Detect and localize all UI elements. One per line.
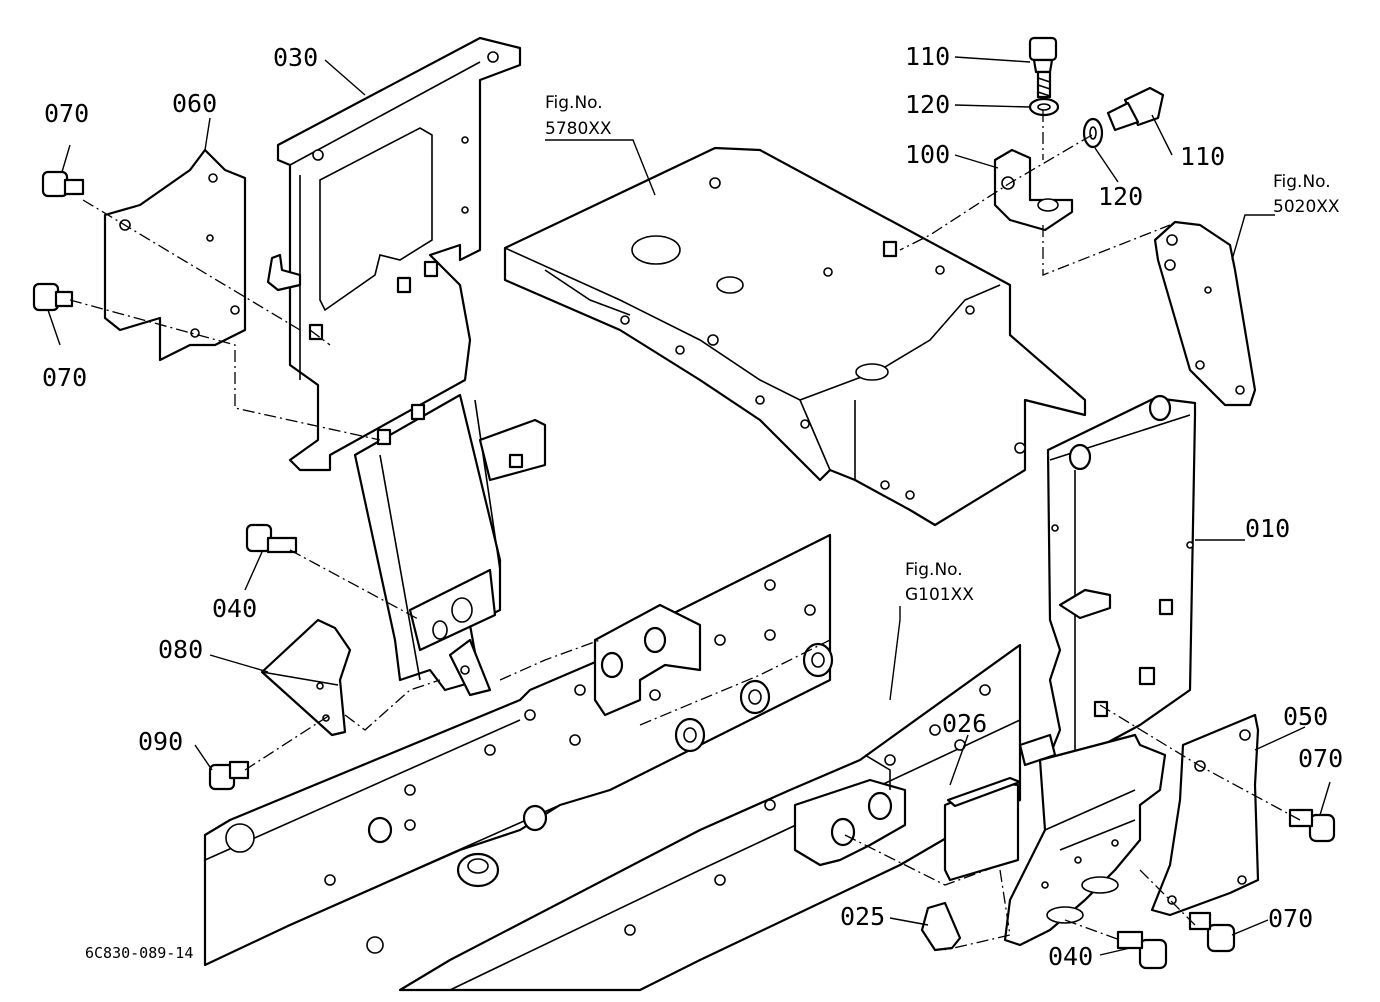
- callout-100: 100: [905, 140, 950, 169]
- figure-references: Fig.No. 5780XX Fig.No. 5020XX Fig.No. G1…: [545, 93, 1340, 605]
- fig-ref-g101-number: G101XX: [905, 585, 974, 605]
- callout-030: 030: [273, 43, 318, 72]
- callout-070-d: 070: [1268, 904, 1313, 933]
- callout-025: 025: [840, 902, 885, 931]
- right-rail-bracket: [793, 754, 907, 867]
- rail-bracket: [593, 603, 702, 717]
- fig-ref-5780-label: Fig.No.: [545, 93, 603, 113]
- frame-nuts: [367, 642, 834, 888]
- callout-120-top: 120: [905, 90, 950, 119]
- callouts: 110 120 110 100 120 030 070 060 070 040 …: [42, 42, 1343, 971]
- callout-070-b: 070: [42, 363, 87, 392]
- callout-050: 050: [1283, 702, 1328, 731]
- fig-ref-5780-number: 5780XX: [545, 119, 612, 139]
- fig-ref-5020-number: 5020XX: [1273, 197, 1340, 217]
- bracket-plate-060: [103, 148, 247, 362]
- callout-120-side: 120: [1098, 182, 1143, 211]
- bolt-070-b: [32, 282, 74, 312]
- bolt-040-a: [245, 523, 298, 554]
- bolt-110-top: [1028, 36, 1058, 99]
- bolt-090: [208, 760, 250, 791]
- bracket-100: [993, 148, 1074, 232]
- bolt-070-d: [1188, 911, 1236, 953]
- alignment-lines: [69, 110, 1301, 951]
- washer-120-top: [1028, 97, 1060, 117]
- callout-040-a: 040: [212, 594, 257, 623]
- callout-090: 090: [138, 727, 183, 756]
- callout-110-side: 110: [1180, 142, 1225, 171]
- callout-010: 010: [1245, 514, 1290, 543]
- fig-ref-g101-label: Fig.No.: [905, 560, 963, 580]
- callout-040-b: 040: [1048, 942, 1093, 971]
- bolt-040-b: [1116, 930, 1168, 970]
- bolt-070-a: [41, 170, 85, 198]
- callout-110-top: 110: [905, 42, 950, 71]
- callout-080: 080: [158, 635, 203, 664]
- step-plate-5780: [503, 146, 1087, 527]
- bracket-5020: [1153, 220, 1257, 407]
- washer-120-side: [1082, 117, 1104, 149]
- bolt-070-c: [1288, 808, 1336, 843]
- plate-050: [1150, 713, 1260, 917]
- pad-026: [943, 776, 1022, 882]
- plate-010: [1018, 394, 1197, 767]
- cover-080: [260, 618, 352, 737]
- document-id: 6C830-089-14: [85, 944, 193, 962]
- callout-026: 026: [942, 709, 987, 738]
- callout-060: 060: [172, 89, 217, 118]
- bolt-110-side: [1106, 86, 1165, 132]
- leader-lines: [47, 56, 1331, 956]
- callout-070-c: 070: [1298, 744, 1343, 773]
- callout-070-a: 070: [44, 99, 89, 128]
- lower-bracket: [1003, 733, 1167, 947]
- fig-ref-5020-label: Fig.No.: [1273, 172, 1331, 192]
- vertical-post: [353, 393, 547, 697]
- pad-025: [920, 901, 962, 952]
- stud-bolts: [266, 253, 302, 292]
- support-bracket-030: [276, 36, 522, 472]
